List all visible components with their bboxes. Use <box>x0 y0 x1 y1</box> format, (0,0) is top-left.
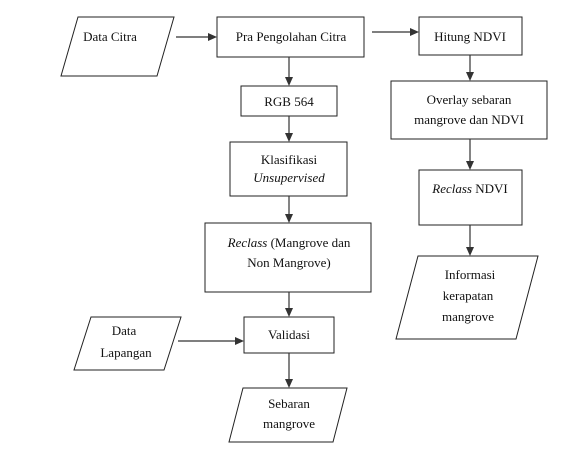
reclass-ndvi-node: Reclass NDVI <box>418 169 523 226</box>
validasi-node: Validasi <box>243 316 335 354</box>
reclass-ndvi-rest: NDVI <box>472 181 508 196</box>
hitung-ndvi-node: Hitung NDVI <box>418 16 523 56</box>
reclass-ndvi-italic: Reclass <box>431 181 472 196</box>
overlay-line1: Overlay sebaran <box>427 92 512 107</box>
hitung-ndvi-label: Hitung NDVI <box>434 29 506 44</box>
informasi-line1: Informasi <box>445 267 496 282</box>
sebaran-line1: Sebaran <box>268 396 310 411</box>
edge-data-citra-to-pra-pengolahan <box>176 33 217 41</box>
informasi-node: Informasi kerapatan mangrove <box>395 255 539 340</box>
klasifikasi-node: Klasifikasi Unsupervised <box>229 141 348 197</box>
pra-pengolahan-node: Pra Pengolahan Citra <box>216 16 365 58</box>
informasi-line3: mangrove <box>442 309 494 324</box>
edge-overlay-to-reclass-ndvi <box>466 139 474 170</box>
sebaran-line2: mangrove <box>263 416 315 431</box>
data-citra-node: Data Citra <box>60 16 175 77</box>
edge-hitung-ndvi-to-overlay <box>466 55 474 81</box>
edge-pra-pengolahan-to-rgb <box>285 57 293 86</box>
overlay-line2: mangrove dan NDVI <box>414 112 524 127</box>
edge-data-lapangan-to-validasi <box>178 337 244 345</box>
reclass-mangrove-node: Reclass (Mangrove dan Non Mangrove) <box>204 222 372 293</box>
edge-reclass-mangrove-to-validasi <box>285 292 293 317</box>
klasifikasi-line2: Unsupervised <box>253 170 325 185</box>
reclass-ndvi-label: Reclass NDVI <box>431 181 507 196</box>
edge-rgb-to-klasifikasi <box>285 116 293 142</box>
reclass-mangrove-line2: Non Mangrove) <box>247 255 330 270</box>
edge-pra-pengolahan-to-hitung-ndvi <box>372 28 419 36</box>
data-lapangan-node: Data Lapangan <box>73 316 182 371</box>
edge-validasi-to-sebaran <box>285 353 293 388</box>
reclass-mangrove-line1: Reclass (Mangrove dan <box>227 235 351 250</box>
informasi-line2: kerapatan <box>443 288 494 303</box>
overlay-node: Overlay sebaran mangrove dan NDVI <box>390 80 548 140</box>
rgb-564-node: RGB 564 <box>240 85 338 117</box>
sebaran-mangrove-node: Sebaran mangrove <box>228 387 348 443</box>
reclass-mangrove-rest: (Mangrove dan <box>267 235 351 250</box>
edge-klasifikasi-to-reclass-mangrove <box>285 196 293 223</box>
pra-pengolahan-label: Pra Pengolahan Citra <box>236 29 347 44</box>
klasifikasi-line1: Klasifikasi <box>261 152 318 167</box>
data-lapangan-line2: Lapangan <box>100 345 152 360</box>
reclass-mangrove-italic: Reclass <box>227 235 268 250</box>
data-lapangan-line1: Data <box>112 323 137 338</box>
data-citra-label: Data Citra <box>83 29 137 44</box>
rgb-564-label: RGB 564 <box>264 94 314 109</box>
edge-reclass-ndvi-to-informasi <box>466 225 474 256</box>
validasi-label: Validasi <box>268 327 310 342</box>
